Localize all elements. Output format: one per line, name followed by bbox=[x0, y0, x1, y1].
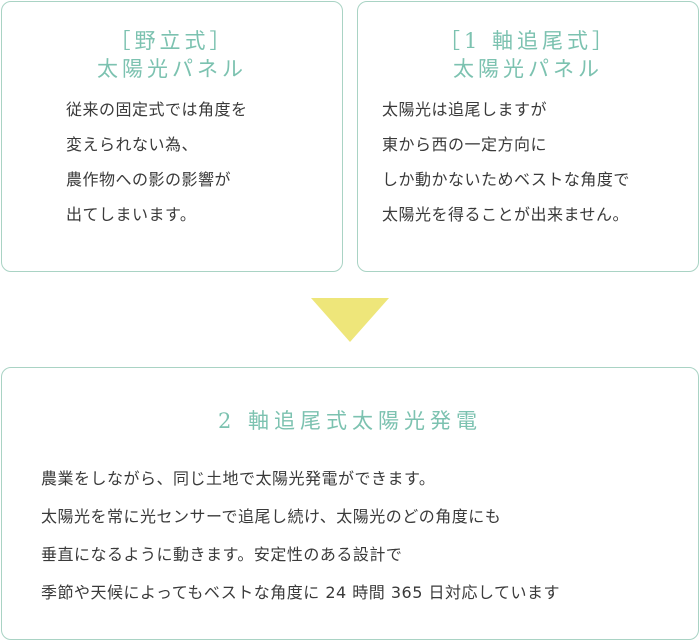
dual-axis-panel-title: 2 軸追尾式太陽光発電 bbox=[2, 407, 698, 435]
single-axis-panel-description: 太陽光は追尾しますが 東から西の一定方向に しか動かないためベストな角度で 太陽… bbox=[382, 92, 630, 232]
text-line: 農作物への影の影響が bbox=[66, 170, 232, 189]
text-line: 季節や天候によってもベストな角度に 24 時間 365 日対応しています bbox=[41, 583, 561, 602]
title-line: ［1 軸追尾式］ bbox=[438, 29, 618, 53]
single-axis-panel-title: ［1 軸追尾式］ 太陽光パネル bbox=[358, 27, 698, 83]
title-line: 太陽光パネル bbox=[453, 57, 603, 81]
dual-axis-panel-description: 農業をしながら、同じ土地で太陽光発電ができます。 太陽光を常に光センサーで追尾し… bbox=[41, 460, 560, 612]
down-arrow-icon bbox=[311, 298, 389, 342]
text-line: 従来の固定式では角度を bbox=[66, 100, 248, 119]
text-line: 垂直になるように動きます。安定性のある設計で bbox=[41, 545, 403, 564]
text-line: 太陽光を得ることが出来ません。 bbox=[382, 205, 630, 224]
text-line: 太陽光は追尾しますが bbox=[382, 100, 548, 119]
fixed-panel-box: ［野立式］ 太陽光パネル 従来の固定式では角度を 変えられない為、 農作物への影… bbox=[1, 1, 343, 272]
text-line: 変えられない為、 bbox=[66, 135, 199, 154]
fixed-panel-description: 従来の固定式では角度を 変えられない為、 農作物への影の影響が 出てしまいます。 bbox=[66, 92, 248, 232]
text-line: 太陽光を常に光センサーで追尾し続け、太陽光のどの角度にも bbox=[41, 507, 502, 526]
text-line: しか動かないためベストな角度で bbox=[382, 170, 630, 189]
fixed-panel-title: ［野立式］ 太陽光パネル bbox=[2, 27, 342, 83]
text-line: 出てしまいます。 bbox=[66, 205, 197, 224]
text-line: 東から西の一定方向に bbox=[382, 135, 548, 154]
text-line: 農業をしながら、同じ土地で太陽光発電ができます。 bbox=[41, 469, 436, 488]
dual-axis-panel-box: 2 軸追尾式太陽光発電 農業をしながら、同じ土地で太陽光発電ができます。 太陽光… bbox=[1, 367, 699, 640]
single-axis-panel-box: ［1 軸追尾式］ 太陽光パネル 太陽光は追尾しますが 東から西の一定方向に しか… bbox=[357, 1, 699, 272]
title-line: 2 軸追尾式太陽光発電 bbox=[217, 409, 483, 433]
title-line: ［野立式］ bbox=[109, 29, 235, 53]
title-line: 太陽光パネル bbox=[97, 57, 247, 81]
arrow-triangle bbox=[311, 298, 389, 342]
